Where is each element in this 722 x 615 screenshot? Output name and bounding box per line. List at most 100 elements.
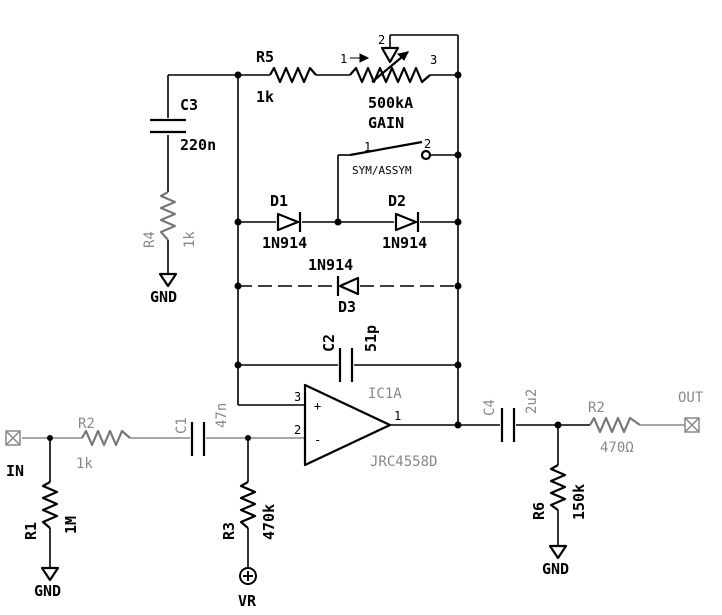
c4-ref: C4 [482, 399, 498, 416]
r4-value: 1k [182, 231, 198, 248]
capacitor-c3: C3 220n [150, 96, 216, 154]
output-terminal: OUT [678, 390, 704, 433]
connector-cross [5, 430, 21, 446]
r2-output-ref: R2 [588, 400, 605, 416]
resistor-symbol [549, 464, 567, 511]
ic-ref: IC1A [368, 386, 402, 402]
junction-dot [454, 282, 462, 290]
r3-ref: R3 [220, 522, 238, 540]
c1-ref: C1 [174, 417, 190, 434]
d3-value: 1N914 [308, 256, 353, 274]
pot-pin2: 2 [378, 33, 385, 47]
ground-icon [548, 544, 568, 560]
junction-dot [234, 282, 242, 290]
arrowhead-icon [359, 53, 370, 63]
switch-lever [349, 140, 423, 157]
ground-label: GND [34, 582, 61, 600]
diode-triangle-icon [276, 212, 300, 232]
d3-ref: D3 [338, 298, 356, 316]
switch-contact-icon [420, 149, 432, 161]
pot-name: GAIN [368, 114, 404, 132]
switch-pin1: 1 [364, 140, 371, 154]
ground-r6: GND [542, 544, 569, 578]
ground-r4: GND [150, 272, 178, 306]
output-label: OUT [678, 390, 704, 406]
d2-value: 1N914 [382, 234, 427, 252]
capacitor-c1: C1 47n [174, 403, 230, 456]
resistor-symbol [81, 429, 131, 447]
c1-value: 47n [214, 403, 230, 428]
r3-value: 470k [260, 504, 278, 540]
diode-triangle-icon [338, 276, 360, 296]
pot-pin3: 3 [430, 53, 437, 67]
ic-noninv-sign: - [314, 433, 321, 447]
opamp-triangle-icon [303, 383, 392, 467]
resistor-r1: R1 1M [22, 481, 80, 540]
junction-dots [47, 71, 562, 441]
ground-label: GND [542, 560, 569, 578]
pot-value: 500kA [368, 94, 413, 112]
r2-input-ref: R2 [78, 416, 95, 432]
resistor-r2-output: R2 470Ω [588, 400, 641, 456]
r2-output-value: 470Ω [600, 440, 634, 456]
resistor-r4: R4 1k [142, 191, 198, 248]
r6-ref: R6 [530, 502, 548, 520]
capacitor-c2: C2 51p [320, 325, 380, 382]
output-connector-icon [684, 417, 700, 433]
junction-dot [334, 218, 342, 226]
input-terminal: IN [5, 430, 24, 480]
ic-pin1: 1 [394, 409, 401, 423]
junction-dot [454, 361, 462, 369]
ic-pin3: 3 [294, 390, 301, 404]
diode-triangle-icon [394, 212, 418, 232]
diode-d3: 1N914 D3 [308, 256, 360, 316]
potentiometer-gain: 1 2 3 500kA GAIN [340, 33, 437, 132]
wiper-arrow-icon [380, 46, 400, 64]
connector-cross [684, 417, 700, 433]
c4-value: 2u2 [524, 389, 540, 414]
junction-dot [454, 71, 462, 79]
ic-pin2: 2 [294, 423, 301, 437]
d1-value: 1N914 [262, 234, 307, 252]
capacitor-c4: C4 2u2 [482, 389, 540, 442]
resistor-symbol [41, 481, 59, 529]
junction-dot [554, 421, 562, 429]
resistor-r3: R3 470k [220, 481, 278, 540]
input-connector-icon [5, 430, 21, 446]
r5-ref: R5 [256, 48, 274, 66]
vr-terminal: VR [238, 567, 257, 610]
junction-dot [234, 71, 242, 79]
ground-label: GND [150, 288, 177, 306]
potentiometer-symbol [349, 66, 431, 84]
d2-ref: D2 [388, 192, 406, 210]
ground-icon [158, 272, 178, 288]
ground-r1: GND [34, 566, 61, 600]
c2-value: 51p [362, 325, 380, 352]
pot-pin1: 1 [340, 52, 347, 66]
switch-pin2: 2 [424, 137, 431, 151]
d1-ref: D1 [270, 192, 288, 210]
c2-ref: C2 [320, 334, 338, 352]
r1-ref: R1 [22, 522, 40, 540]
r6-value: 150k [570, 484, 588, 520]
junction-dot [234, 218, 242, 226]
resistor-r5: R5 1k [256, 48, 317, 106]
resistor-symbol [239, 481, 257, 529]
arrowhead-icon [396, 51, 409, 61]
r5-value: 1k [256, 88, 274, 106]
input-label: IN [6, 462, 24, 480]
junction-dot [454, 151, 462, 159]
ic-part: JRC4558D [370, 454, 437, 470]
r4-ref: R4 [142, 231, 158, 248]
diode-d1: D1 1N914 [262, 192, 307, 252]
c3-value: 220n [180, 136, 216, 154]
junction-dot [234, 361, 242, 369]
junction-dot [454, 421, 462, 429]
ic-inv-sign: + [314, 399, 321, 413]
r1-value: 1M [62, 516, 80, 534]
r2-input-value: 1k [76, 456, 93, 472]
c3-ref: C3 [180, 96, 198, 114]
switch-label: SYM/ASSYM [352, 164, 412, 177]
resistor-r2-input: R2 1k [76, 416, 131, 472]
